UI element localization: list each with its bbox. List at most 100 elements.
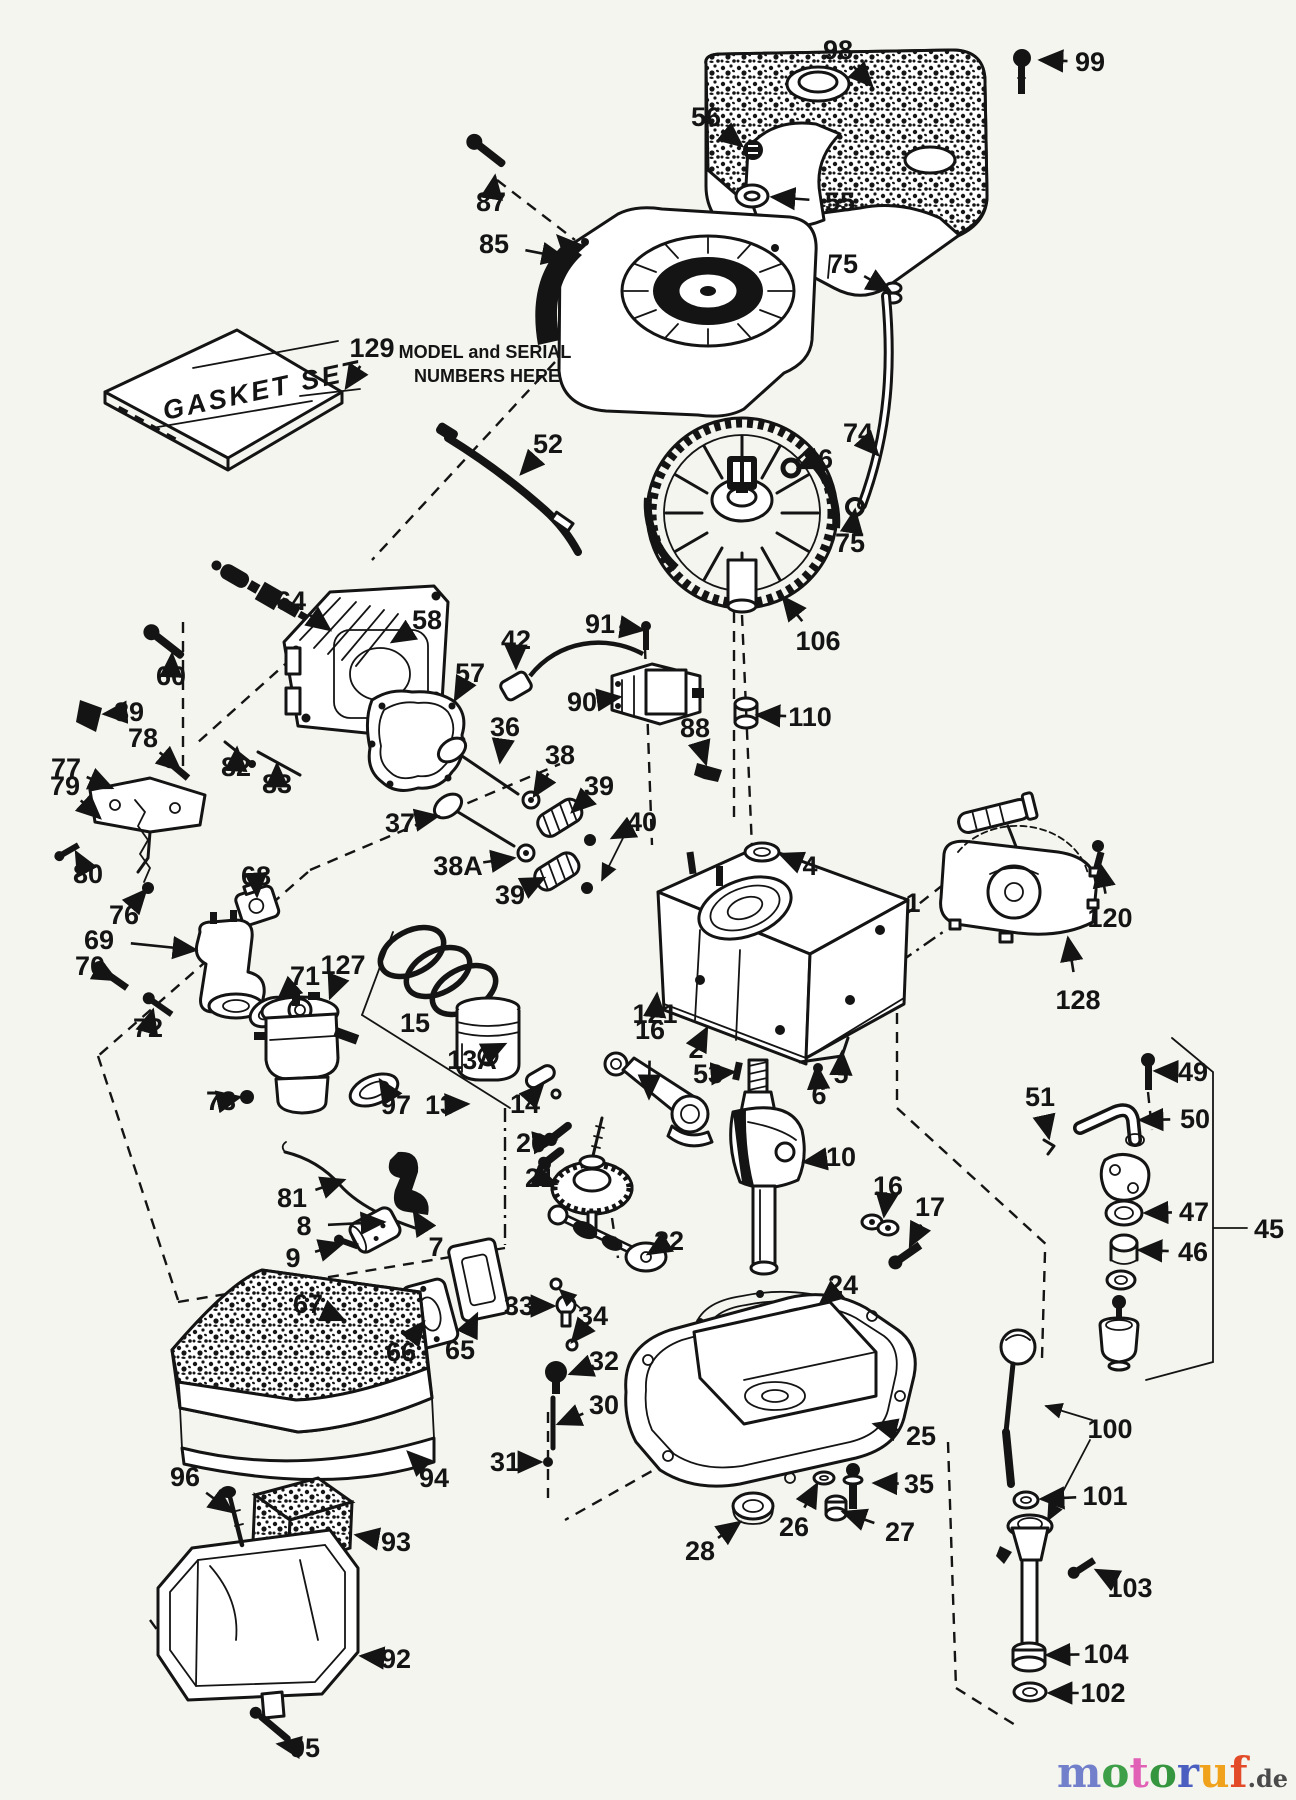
leader-arrow-30 [555,1404,585,1426]
leader-arrow-92 [358,1646,386,1670]
callout-36: 36 [490,712,520,742]
bolt-72 [142,992,174,1017]
leader-arrow-53 [709,1062,737,1086]
callout-15: 15 [400,1008,430,1038]
callout-45: 45 [1254,1214,1284,1244]
leader-arrow-7 [412,1209,437,1239]
callout-69: 69 [84,925,114,955]
nut-56 [743,140,763,160]
callout-77: 77 [51,753,81,783]
leader-arrow-34 [570,1316,596,1345]
callout-72: 72 [133,1013,163,1043]
callout-34: 34 [578,1301,608,1331]
air-cleaner-tray [156,1528,360,1720]
crankshaft [729,1058,806,1276]
callout-30: 30 [589,1390,619,1420]
callout-46: 46 [1178,1237,1208,1267]
bolt-35 [842,1463,864,1509]
cylinder-block [656,841,910,1066]
intake-elbow [194,910,266,1020]
leader-arrow-69 [130,935,199,960]
exhaust-plates [345,1237,510,1351]
watermark-letter: u [1198,1748,1230,1797]
leader-arrow-36 [491,737,515,765]
leader-arrow-55 [769,187,810,211]
callout-42: 42 [501,625,531,655]
callout-90: 90 [567,687,597,717]
callout-4: 4 [802,851,817,881]
callout-106: 106 [795,626,840,656]
leader-arrow-96 [205,1488,235,1514]
callout-101: 101 [1082,1481,1127,1511]
leader-arrow-73 [214,1090,243,1114]
watermark-suffix: .de [1247,1764,1288,1793]
callout-58: 58 [412,605,442,635]
leader-arrow-58 [389,619,419,644]
callout-78: 78 [128,723,158,753]
callout-79: 79 [50,771,80,801]
leader-arrow-46 [1136,1239,1169,1263]
tray-bolt-95 [249,1706,291,1743]
rings-shelf-line [361,1014,511,1109]
leader-arrow-39 [517,876,547,899]
leader-arrow-52 [519,448,546,476]
leader-arrow-17 [908,1219,932,1249]
leader-arrow-74 [853,429,880,457]
leader-arrow-5 [829,1049,853,1076]
gasket-set-kit: GASKET SET [103,328,364,472]
head-bolt-60 [143,624,185,659]
callout-128: 128 [1055,985,1100,1015]
leader-arrow-26 [795,1481,819,1511]
callout-76: 76 [109,900,139,930]
callout-98: 98 [823,35,853,65]
leader-arrow-75 [863,269,893,293]
leader-arrow-67 [317,1299,347,1322]
callout-21: 21 [525,1163,555,1193]
callout-96: 96 [170,1462,200,1492]
callout-1: 1 [905,888,920,918]
leader-arrow-94 [406,1450,433,1477]
callout-39: 39 [495,880,525,910]
callout-87: 87 [476,187,506,217]
watermark-letter: o [1101,1748,1130,1797]
head-gasket [365,689,466,792]
leader-arrow-129 [344,362,369,391]
leader-arrow-103 [1093,1568,1123,1592]
callout-102: 102 [1080,1678,1125,1708]
screw-87 [466,133,506,168]
leader-arrow-86 [795,447,825,470]
leader-arrow-25 [871,1418,901,1442]
callout-13A: 13A [447,1045,497,1075]
callout-14: 14 [510,1089,540,1119]
watermark-letter: t [1129,1748,1149,1797]
callout-93: 93 [381,1527,411,1557]
callout-38: 38 [545,740,575,770]
leader-arrow-51 [1032,1112,1056,1141]
callout-40: 40 [627,807,657,837]
leader-arrow-79 [74,793,102,820]
leader-arrow-16 [875,1191,899,1219]
washer-55 [734,183,770,209]
callout-16: 16 [873,1171,903,1201]
leader-arrow-121 [643,991,667,1019]
watermark-letter: f [1229,1748,1248,1797]
leader-arrow-75 [839,507,864,535]
callout-60: 60 [156,661,186,691]
oring-102 [1012,1681,1048,1703]
bowl-nut-73 [240,1090,254,1104]
leader-arrow-8 [327,1211,387,1235]
leader-arrow-88 [687,738,711,767]
watermark-letter: m [1056,1748,1102,1797]
callout-73: 73 [206,1086,236,1116]
callout-55: 55 [825,187,855,217]
callout-65: 65 [445,1335,475,1365]
leader-arrow-60 [159,651,183,678]
leader-arrow-13A [478,1042,508,1065]
leader-arrow-106 [781,594,807,623]
callout-97: 97 [381,1090,411,1120]
callout-89: 89 [114,697,144,727]
rings-bracket-line [361,931,394,1016]
carburetor [254,992,360,1115]
callout-75: 75 [828,249,858,279]
